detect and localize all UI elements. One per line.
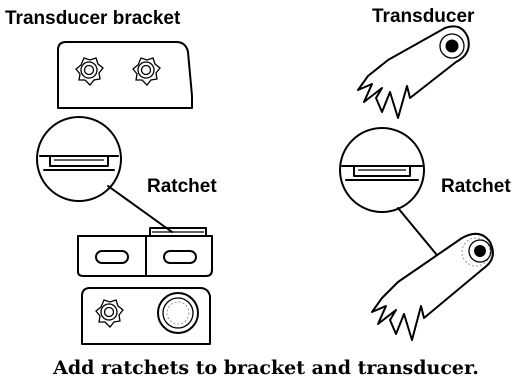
knob-icon: [95, 299, 124, 328]
caption: Add ratchets to bracket and transducer.: [53, 357, 479, 379]
transducer-bracket-top: [57, 41, 193, 109]
knob-icon: [75, 57, 104, 86]
ratchet-magnifier-right: [339, 127, 447, 267]
ratchet-label-left: Ratchet: [147, 176, 217, 197]
transducer-bracket-label: Transducer bracket: [5, 8, 181, 29]
ratchet-label-right: Ratchet: [441, 176, 511, 197]
transducer-top: [357, 25, 470, 119]
transducer-label: Transducer: [372, 6, 475, 27]
knob-icon: [132, 57, 161, 86]
transducer-bottom: [371, 232, 494, 341]
bracket-bottom: [81, 287, 211, 345]
ratchet-magnifier-left: [36, 116, 173, 233]
bracket-with-ratchet: [77, 227, 213, 277]
